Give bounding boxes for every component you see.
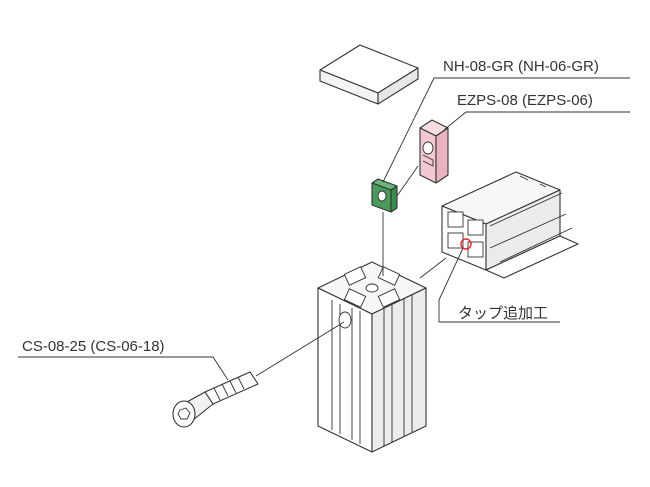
leader-tap bbox=[438, 247, 560, 323]
cover-plate bbox=[319, 44, 419, 105]
guide-line-bolt bbox=[255, 321, 345, 377]
cap-screw bbox=[172, 371, 259, 428]
guide-line-tap bbox=[419, 257, 447, 279]
guide-line-spacer bbox=[396, 165, 419, 197]
horizontal-extrusion bbox=[441, 171, 579, 279]
label-spacer: EZPS-08 (EZPS-06) bbox=[457, 92, 593, 109]
spacer-block bbox=[419, 119, 449, 184]
leader-cover bbox=[382, 77, 630, 183]
label-tap: タップ追加工 bbox=[458, 305, 548, 322]
leader-bolt bbox=[18, 356, 229, 381]
label-cover: NH-08-GR (NH-06-GR) bbox=[443, 58, 599, 75]
vertical-extrusion bbox=[317, 261, 427, 453]
leader-spacer bbox=[443, 111, 630, 131]
label-bolt: CS-08-25 (CS-06-18) bbox=[22, 338, 165, 355]
t-nut bbox=[371, 178, 398, 213]
tap-marker bbox=[460, 238, 472, 250]
